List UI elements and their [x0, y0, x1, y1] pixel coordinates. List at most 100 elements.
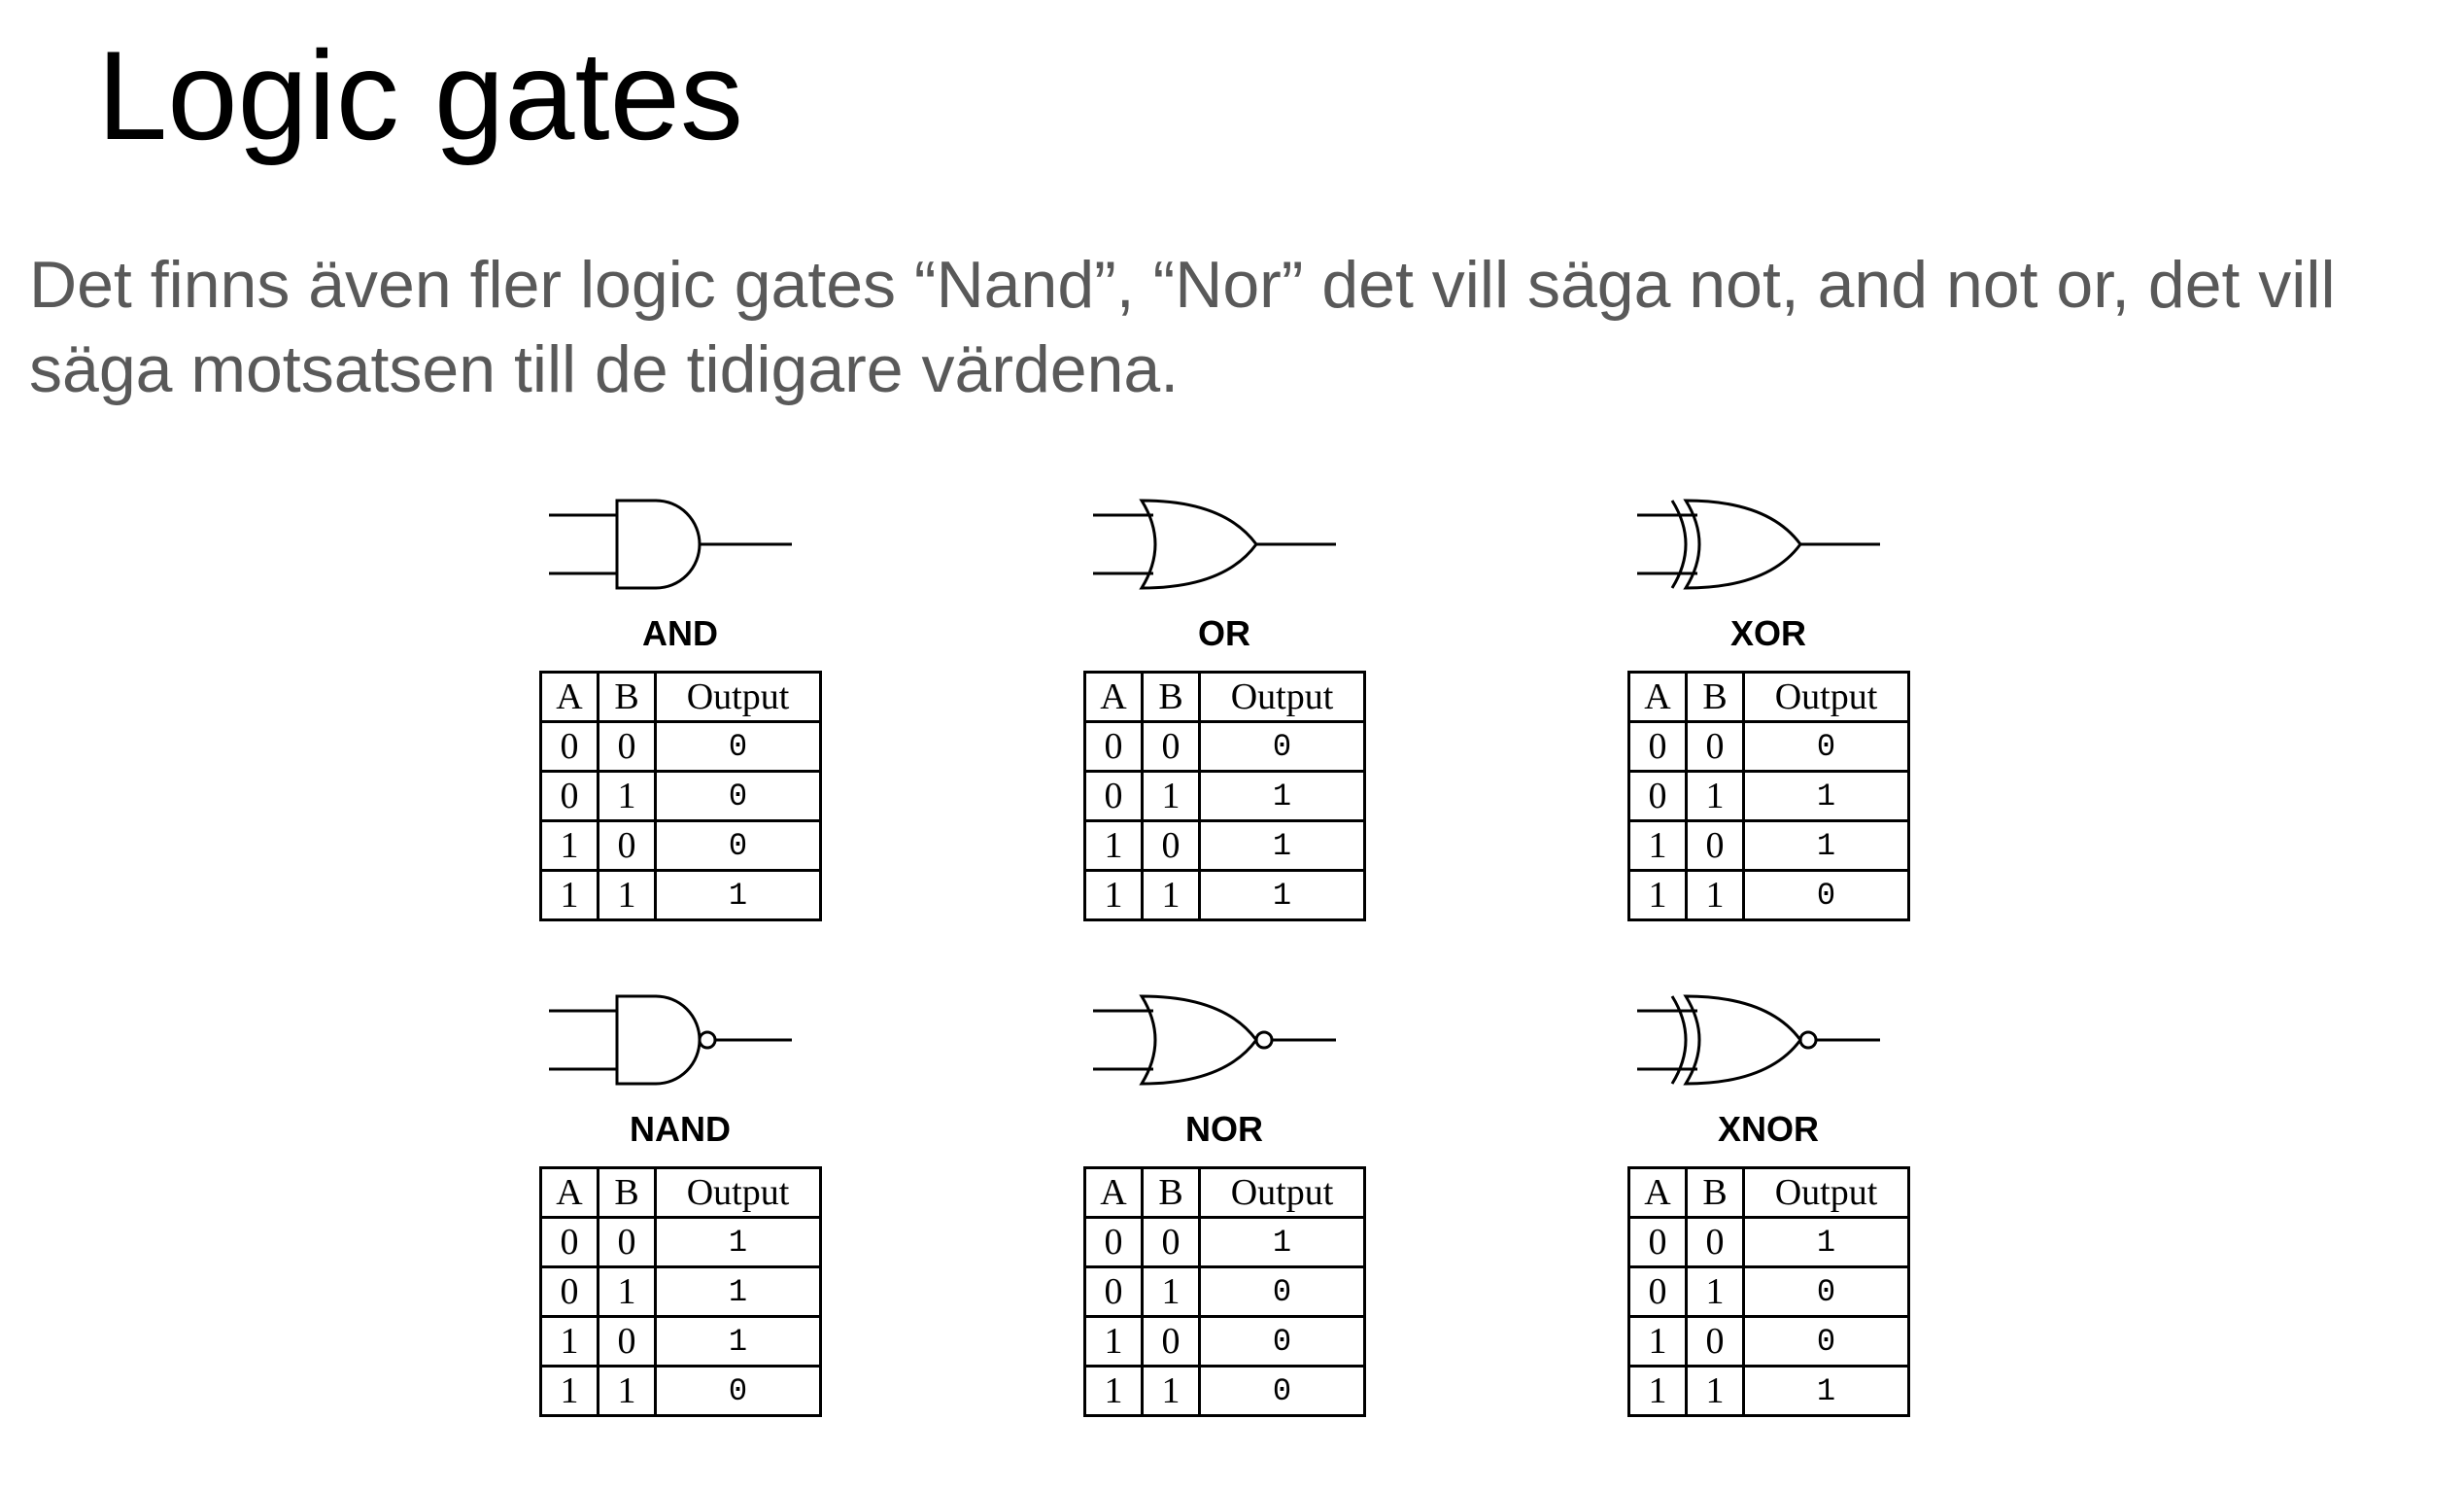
input-a-cell: 0: [539, 1216, 599, 1268]
column-header-output: Output: [1742, 671, 1910, 723]
input-b-cell: 0: [1141, 720, 1201, 773]
input-b-cell: 0: [1685, 1315, 1745, 1368]
or-gate-icon: [1093, 486, 1346, 603]
input-b-cell: 1: [1685, 1365, 1745, 1417]
output-cell: 0: [1742, 1265, 1910, 1318]
output-cell: 1: [1198, 869, 1366, 921]
output-cell: 1: [1198, 770, 1366, 822]
input-b-cell: 1: [1141, 1265, 1201, 1318]
column-header-a: A: [1627, 1166, 1688, 1219]
input-b-cell: 1: [1685, 1265, 1745, 1318]
input-b-cell: 1: [1685, 869, 1745, 921]
page-title: Logic gates: [97, 24, 743, 166]
output-cell: 1: [1742, 1365, 1910, 1417]
column-header-a: A: [1627, 671, 1688, 723]
input-a-cell: 0: [1627, 720, 1688, 773]
output-cell: 1: [654, 1216, 822, 1268]
output-cell: 1: [654, 869, 822, 921]
input-b-cell: 0: [597, 819, 657, 872]
input-a-cell: 1: [539, 1315, 599, 1368]
output-cell: 0: [1198, 1265, 1366, 1318]
gate-name: NOR: [1185, 1109, 1263, 1149]
input-a-cell: 0: [539, 770, 599, 822]
output-cell: 0: [654, 770, 822, 822]
output-cell: 1: [654, 1315, 822, 1368]
output-cell: 1: [1198, 819, 1366, 872]
column-header-output: Output: [1742, 1166, 1910, 1219]
output-cell: 0: [1198, 720, 1366, 773]
input-b-cell: 1: [597, 770, 657, 822]
body-text: Det finns även fler logic gates “Nand”, …: [29, 248, 2336, 406]
column-header-a: A: [539, 671, 599, 723]
xor-gate-icon: [1637, 486, 1890, 603]
input-a-cell: 1: [539, 819, 599, 872]
column-header-a: A: [1083, 671, 1144, 723]
input-a-cell: 1: [1083, 1315, 1144, 1368]
column-header-b: B: [1141, 671, 1201, 723]
column-header-b: B: [597, 1166, 657, 1219]
input-b-cell: 0: [1685, 720, 1745, 773]
output-cell: 0: [1742, 869, 1910, 921]
column-header-a: A: [539, 1166, 599, 1219]
nor-gate-icon: [1093, 982, 1346, 1098]
input-b-cell: 1: [1141, 770, 1201, 822]
xnor-gate-icon: [1637, 982, 1890, 1098]
input-b-cell: 1: [597, 869, 657, 921]
column-header-b: B: [597, 671, 657, 723]
input-a-cell: 1: [1083, 819, 1144, 872]
input-b-cell: 0: [1685, 819, 1745, 872]
output-cell: 1: [1742, 1216, 1910, 1268]
input-b-cell: 0: [1141, 1216, 1201, 1268]
input-a-cell: 1: [1627, 1365, 1688, 1417]
column-header-output: Output: [654, 671, 822, 723]
input-a-cell: 0: [539, 1265, 599, 1318]
input-a-cell: 1: [539, 1365, 599, 1417]
input-b-cell: 1: [1141, 1365, 1201, 1417]
input-b-cell: 0: [597, 1315, 657, 1368]
input-a-cell: 1: [1627, 819, 1688, 872]
input-b-cell: 1: [1141, 869, 1201, 921]
column-header-output: Output: [1198, 1166, 1366, 1219]
output-cell: 0: [1198, 1365, 1366, 1417]
input-a-cell: 0: [1083, 770, 1144, 822]
input-b-cell: 1: [1685, 770, 1745, 822]
output-cell: 0: [654, 819, 822, 872]
input-b-cell: 1: [597, 1265, 657, 1318]
gate-name: AND: [642, 613, 718, 653]
gate-name: XNOR: [1717, 1109, 1819, 1149]
input-a-cell: 0: [1083, 720, 1144, 773]
output-cell: 0: [1742, 1315, 1910, 1368]
output-cell: 1: [1198, 1216, 1366, 1268]
input-a-cell: 1: [1083, 869, 1144, 921]
input-a-cell: 0: [1627, 1216, 1688, 1268]
input-a-cell: 0: [1083, 1265, 1144, 1318]
input-b-cell: 0: [597, 1216, 657, 1268]
input-a-cell: 0: [1083, 1216, 1144, 1268]
column-header-output: Output: [654, 1166, 822, 1219]
input-b-cell: 0: [1141, 819, 1201, 872]
input-a-cell: 1: [1083, 1365, 1144, 1417]
